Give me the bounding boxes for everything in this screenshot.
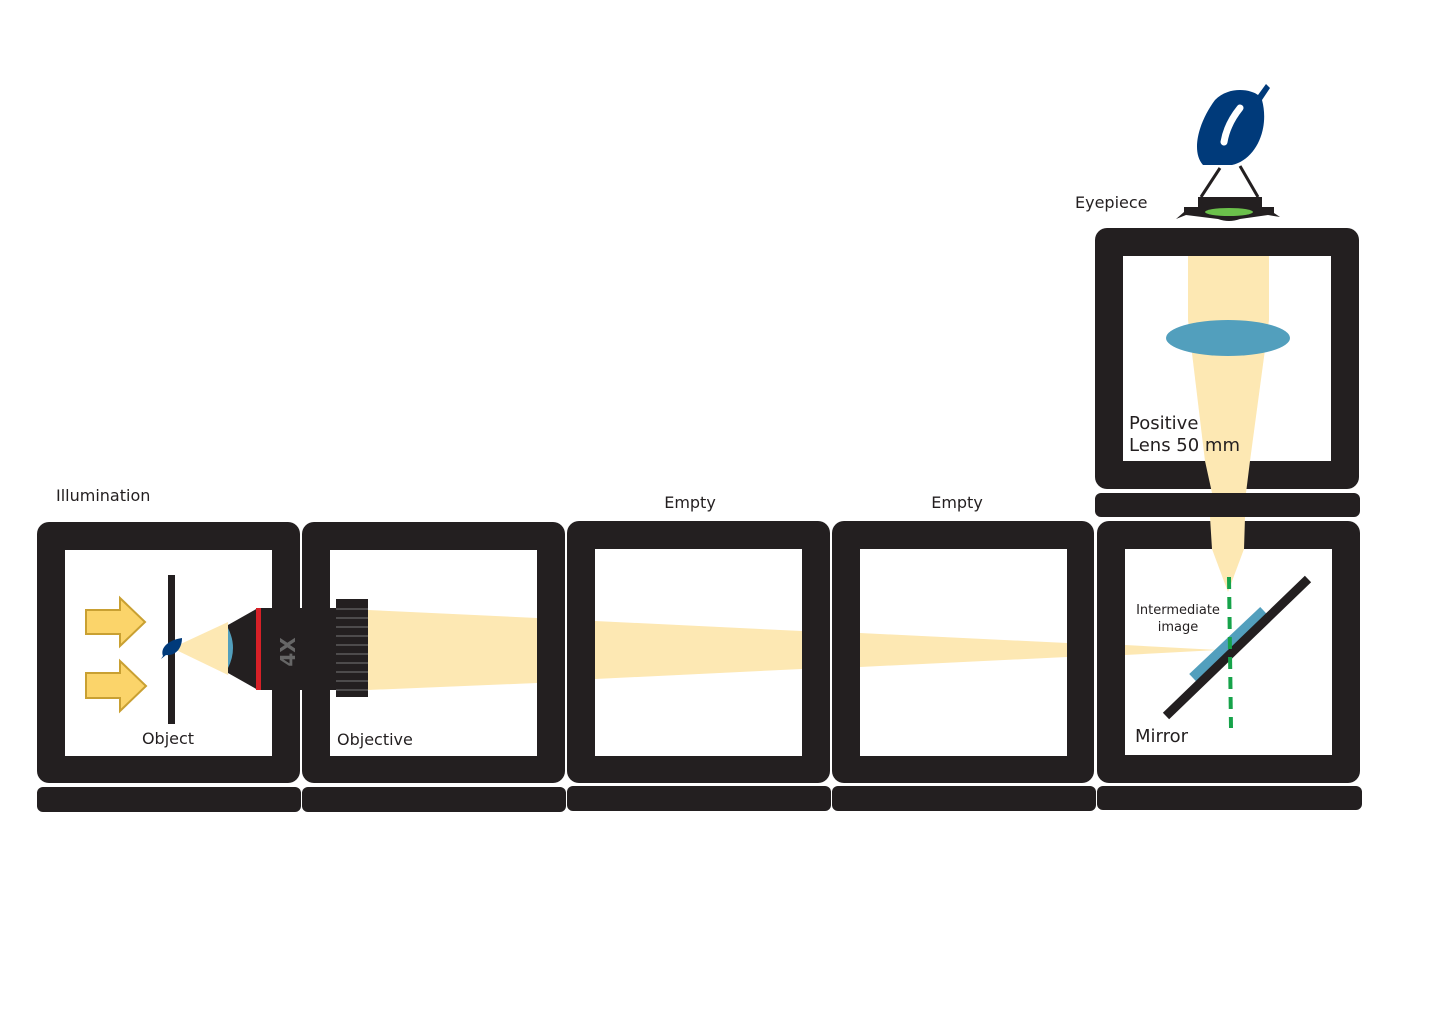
image-plane-dashed-line — [1227, 576, 1233, 729]
label-object: Object — [142, 729, 194, 748]
label-objective: Objective — [337, 730, 413, 749]
label-eyepiece: Eyepiece — [1075, 193, 1148, 212]
eyepiece-icon — [1176, 84, 1280, 221]
mirror — [1162, 575, 1312, 720]
base-plate — [832, 786, 1096, 811]
leaf-specimen-icon — [161, 638, 182, 659]
label-empty-2: Empty — [931, 493, 983, 512]
label-positive-lens-2: Lens 50 mm — [1129, 435, 1240, 456]
base-plate — [302, 787, 566, 812]
base-plate — [1095, 493, 1360, 517]
objective-lens: 4X — [228, 599, 368, 697]
arrow-right-icon — [85, 595, 147, 649]
label-intermediate-1: Intermediate — [1136, 603, 1220, 618]
base-plate — [567, 786, 831, 811]
label-positive-lens-1: Positive — [1129, 413, 1198, 434]
positive-lens — [1166, 320, 1290, 356]
label-mirror: Mirror — [1135, 726, 1189, 747]
light-beam — [172, 256, 1269, 690]
objective-magnification: 4X — [276, 637, 300, 667]
illumination-arrows — [85, 595, 148, 714]
arrow-right-icon — [85, 658, 148, 714]
label-intermediate-2: image — [1158, 620, 1199, 635]
label-empty-1: Empty — [664, 493, 716, 512]
base-plate — [1097, 786, 1362, 810]
base-plate — [37, 787, 301, 812]
label-illumination: Illumination — [56, 486, 150, 505]
